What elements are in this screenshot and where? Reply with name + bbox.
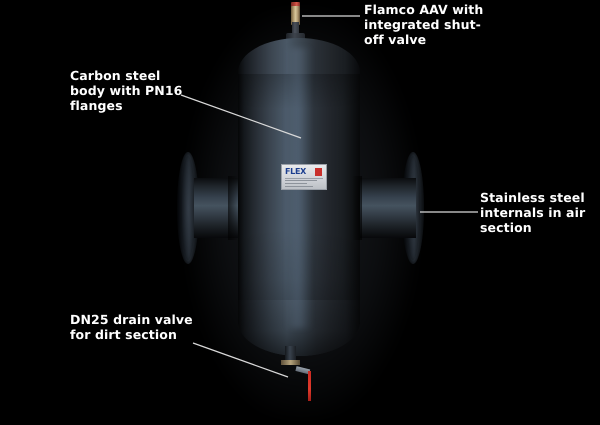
drain-valve-collar [281, 360, 300, 365]
air-vent-body [291, 6, 300, 25]
product-label-brand: FLEX [285, 167, 306, 176]
drain-valve-lever-handle [308, 371, 311, 401]
drain-pipe [285, 346, 296, 364]
air-vent-stem [292, 22, 299, 38]
callout-label-drain-valve: DN25 drain valve for dirt section [70, 312, 193, 342]
branch-joint-right [352, 176, 362, 240]
branch-joint-left [228, 176, 238, 240]
callout-label-aav: Flamco AAV with integrated shut- off val… [364, 2, 484, 47]
product-label-logo-mark [315, 168, 322, 176]
product-label-text-lines [285, 180, 323, 189]
callout-label-stainless-internals: Stainless steel internals in air section [480, 190, 586, 235]
product-label-divider [285, 178, 323, 179]
callout-label-carbon-steel-body: Carbon steel body with PN16 flanges [70, 68, 183, 113]
air-vent-collar [286, 33, 305, 42]
product-label: FLEX [281, 164, 327, 190]
pn16-flange-left-rim [181, 156, 195, 260]
branch-pipe-right [358, 178, 416, 238]
air-vent-cap [291, 2, 300, 7]
